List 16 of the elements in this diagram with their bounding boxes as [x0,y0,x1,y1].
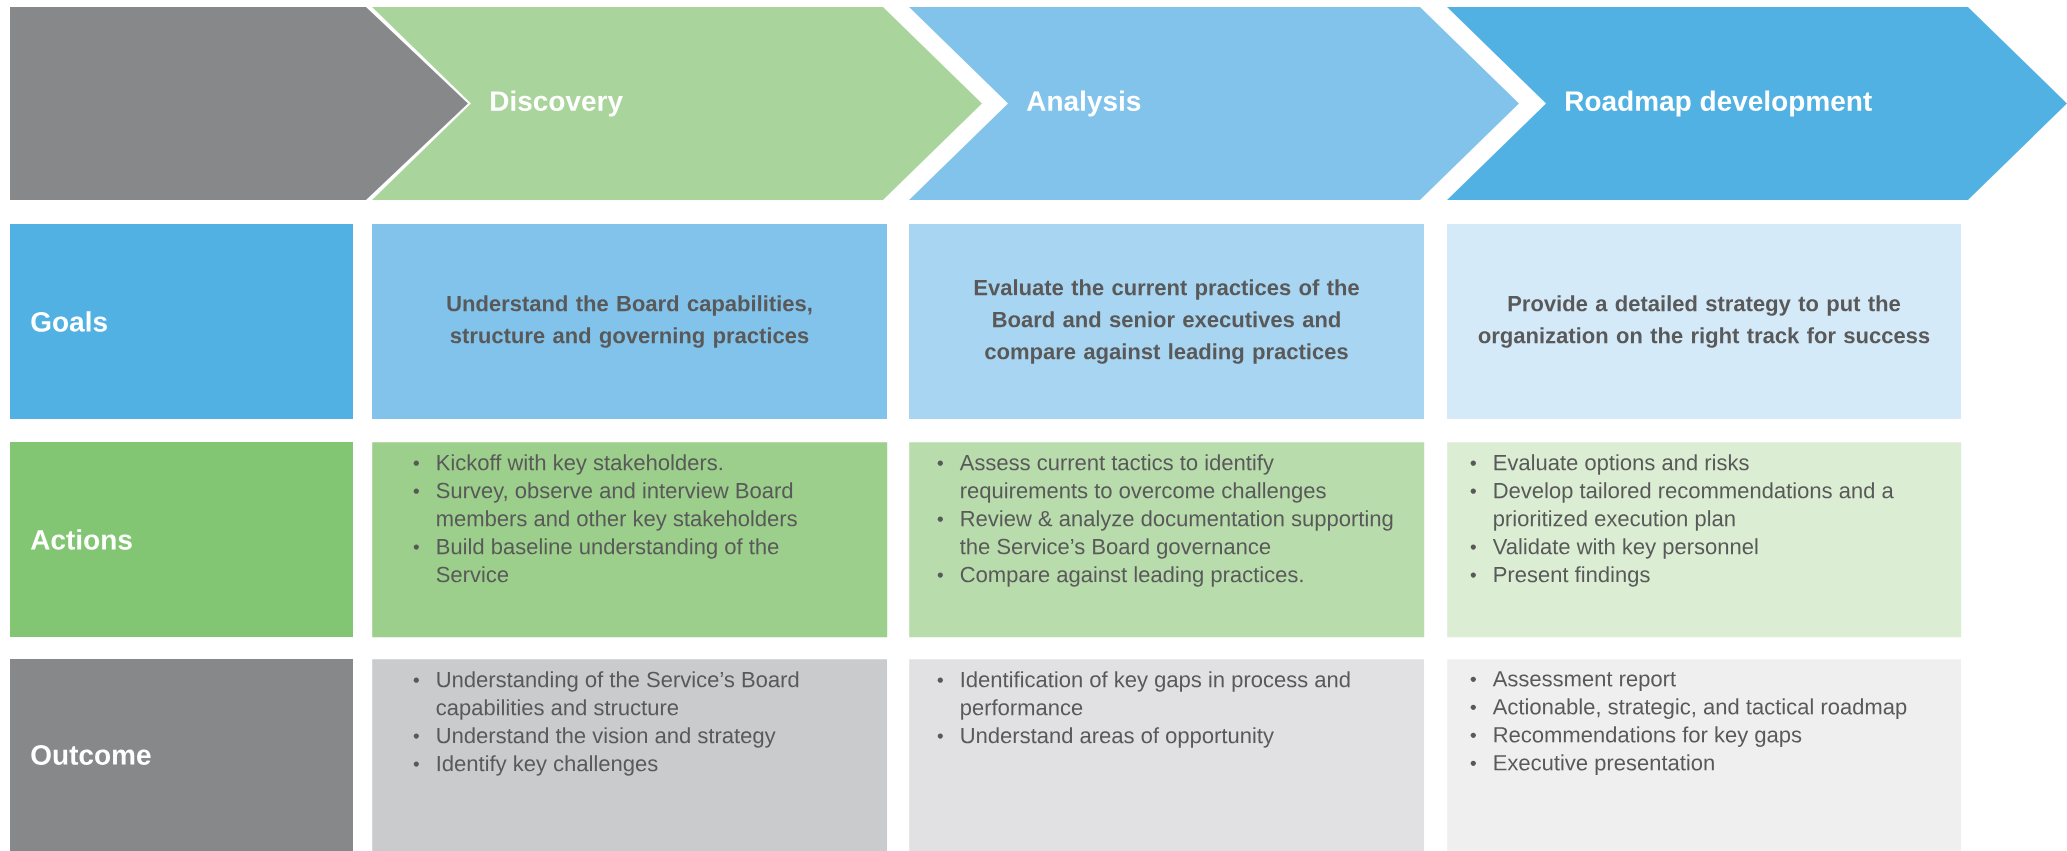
bullet-list-cell: Assessment report Actionable, strategic, and tactical roadmap Recommendations for key gaps Executive presentation [1447,659,1962,851]
row-label: Outcome [10,659,353,851]
phase-header [10,7,468,200]
goal-cell: Provide a detailed strategy to put the organization on the right track for success [1447,224,1961,419]
goal-cell: Understand the Board capabilities, structure and governing practices [372,224,887,419]
phase-header: Roadmap development [1447,7,2067,200]
row-label: Actions [10,442,353,637]
bullet-list-cell: Understanding of the Service’s Board capabilities and structure Understand the vision and strategy Identify key challenges [372,659,888,851]
bullet-list-cell: Assess current tactics to identify requirements to overcome challenges Review & analyze documentation supporting the Service’s Board governance Compare against leading practices. [909,442,1425,638]
bullet-list-cell: Evaluate options and risks Develop tailored recommendations and a prioritized execution plan Validate with key personnel Present findings [1447,442,1962,638]
phase-header: Discovery [372,7,982,200]
bullet-list-cell: Identification of key gaps in process and performance Understand areas of opportunity [909,659,1425,851]
phase-header: Analysis [909,7,1519,200]
bullet-list-cell: Kickoff with key stakeholders. Survey, observe and interview Board members and other key stakeholders Build baseline understanding of the Service [372,442,888,638]
row-label: Goals [10,224,353,419]
goal-cell: Evaluate the current practices of the Board and senior executives and compare against leading practices [909,224,1424,419]
